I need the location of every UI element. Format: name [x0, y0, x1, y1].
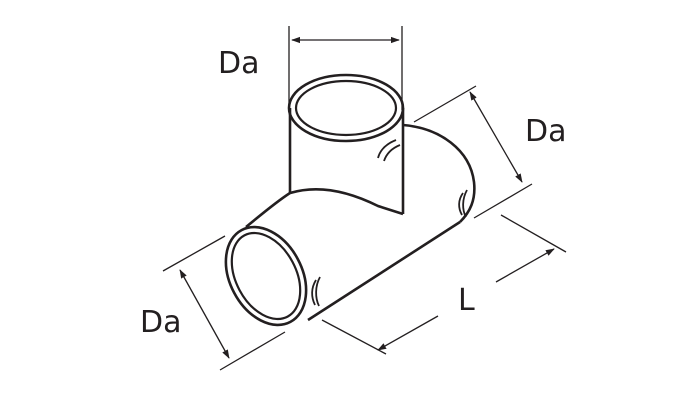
dimension-right-da: Da	[413, 85, 566, 219]
dimension-left-da: Da	[140, 235, 286, 371]
label-length: L	[458, 283, 475, 318]
main-pipe	[245, 123, 476, 322]
label-left-da: Da	[140, 305, 181, 340]
left-opening	[224, 225, 308, 327]
dimension-top-da: Da	[218, 26, 403, 110]
label-top-da: Da	[218, 46, 259, 81]
label-right-da: Da	[525, 114, 566, 149]
dimension-length: L	[321, 214, 567, 355]
